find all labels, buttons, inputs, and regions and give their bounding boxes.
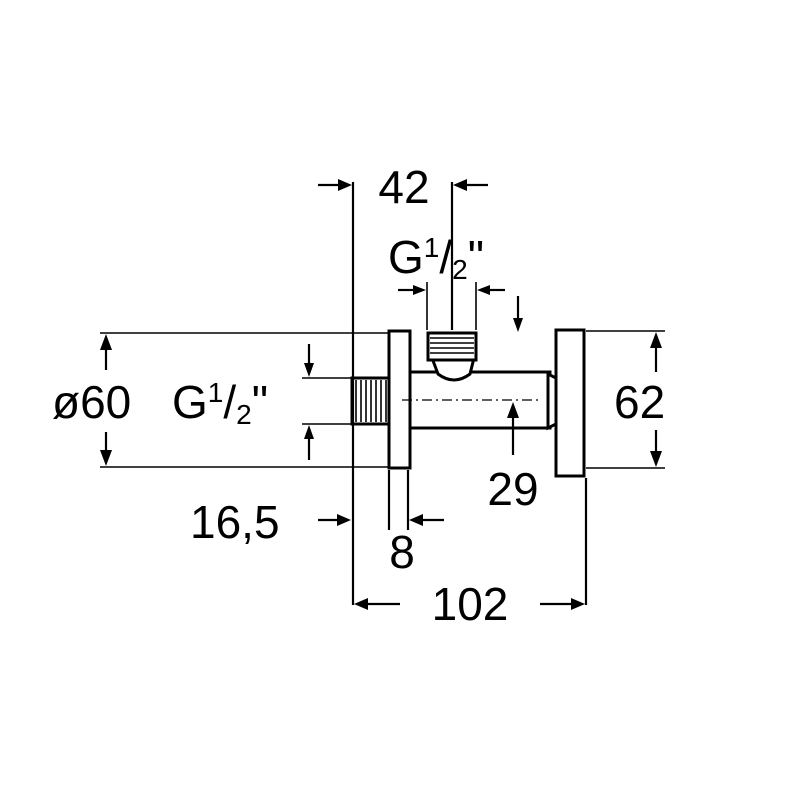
dim-inlet-thread: G1/2" [172,344,352,460]
dim-overall-length: 102 [354,478,588,630]
outlet-thread-lines [430,337,474,354]
label-top-thread: G1/2" [388,231,484,285]
label-axis-offset: 29 [487,463,538,515]
label-inlet-thread: G1/2" [172,376,268,430]
label-wall-plate: 8 [389,526,415,578]
dim-inlet-diameter: ø60 [52,332,388,468]
dim-wall-plate: 8 [387,470,444,578]
dim-handle-height: 62 [586,330,665,469]
dim-flange-thickness: 16,5 [190,496,351,548]
outlet-nipple [426,331,478,362]
dim-axis-offset: 29 [487,402,539,515]
handle-plate [554,328,586,478]
label-top-width: 42 [378,161,429,213]
label-handle-height: 62 [614,376,665,428]
dim-top-thread: G1/2" [388,231,523,332]
label-inlet-diameter: ø60 [52,376,131,428]
label-overall-length: 102 [432,578,509,630]
dim-top-width: 42 [318,161,488,605]
outlet-stem [429,356,476,382]
inlet-thread-lines [355,380,387,422]
valve-body-group [350,328,586,478]
label-flange-thickness: 16,5 [190,496,280,548]
